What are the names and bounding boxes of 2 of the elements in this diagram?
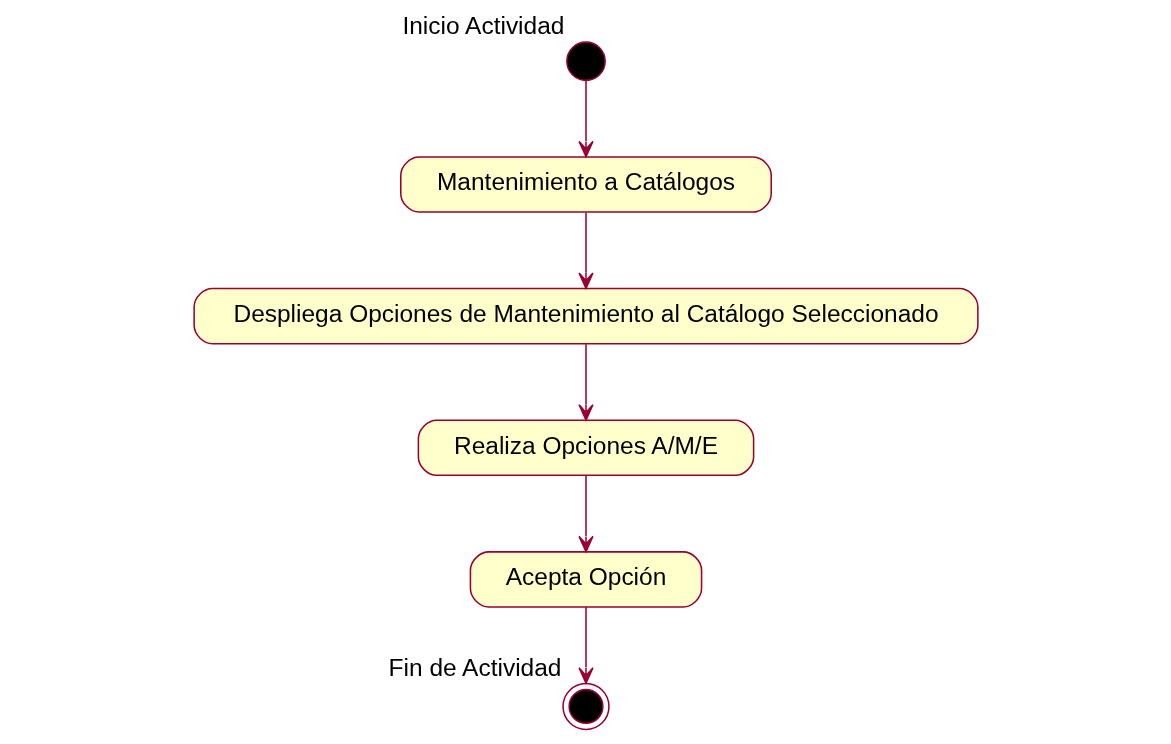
node-label: Inicio Actividad (401, 12, 564, 40)
node-label: Fin de Actividad (388, 653, 561, 681)
